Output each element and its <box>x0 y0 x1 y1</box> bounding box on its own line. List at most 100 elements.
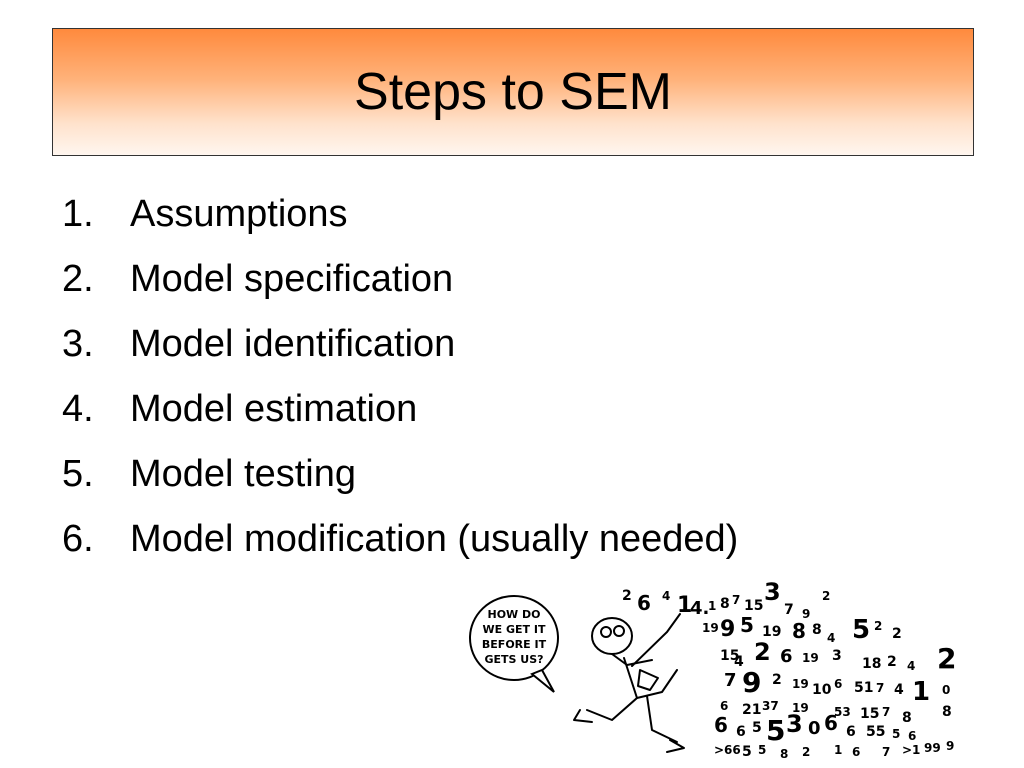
svg-text:1: 1 <box>677 593 692 618</box>
svg-text:2: 2 <box>892 626 902 642</box>
svg-text:1: 1 <box>912 677 930 707</box>
svg-text:19: 19 <box>762 624 781 640</box>
svg-text:19: 19 <box>792 701 809 715</box>
svg-text:1: 1 <box>708 599 716 613</box>
step-label: Assumptions <box>130 193 348 235</box>
svg-text:6: 6 <box>714 713 728 737</box>
svg-text:37: 37 <box>762 699 779 713</box>
svg-text:>1: >1 <box>902 743 920 757</box>
svg-text:6: 6 <box>637 591 651 615</box>
svg-text:2: 2 <box>822 589 830 603</box>
step-item: 6. Model modification (usually needed) <box>62 511 962 576</box>
step-item: 2. Model specification <box>62 251 962 316</box>
step-number: 1. <box>62 193 94 235</box>
svg-text:3: 3 <box>786 710 803 738</box>
speech-line: GETS US? <box>484 653 543 666</box>
step-label: Model specification <box>130 258 454 300</box>
svg-text:6: 6 <box>846 724 856 740</box>
svg-text:5: 5 <box>852 615 870 645</box>
svg-text:2: 2 <box>772 672 782 688</box>
step-label: Model testing <box>130 453 357 495</box>
svg-text:4: 4 <box>827 631 835 645</box>
svg-text:15: 15 <box>720 648 739 664</box>
svg-text:9: 9 <box>720 617 735 642</box>
svg-text:6: 6 <box>720 699 728 713</box>
svg-text:7: 7 <box>882 705 890 719</box>
svg-text:0: 0 <box>942 683 950 697</box>
svg-text:8: 8 <box>792 619 806 643</box>
speech-line: HOW DO <box>487 608 540 621</box>
svg-text:5: 5 <box>766 714 785 747</box>
svg-text:6: 6 <box>908 729 916 743</box>
numbers-swarm-icon: 2 6 4 1 4. 1 8 7 15 3 7 9 2 19 9 5 19 8 … <box>622 578 956 760</box>
svg-text:9: 9 <box>802 607 810 621</box>
svg-text:8: 8 <box>780 747 788 760</box>
svg-text:21: 21 <box>742 702 761 718</box>
svg-text:7: 7 <box>876 681 884 695</box>
step-number: 6. <box>62 518 94 560</box>
svg-text:1: 1 <box>834 743 842 757</box>
svg-text:8: 8 <box>942 704 952 720</box>
svg-text:5: 5 <box>752 720 762 736</box>
svg-text:8: 8 <box>720 596 730 612</box>
svg-text:2: 2 <box>622 588 632 604</box>
svg-text:19: 19 <box>792 677 809 691</box>
svg-text:6: 6 <box>852 745 860 759</box>
svg-text:10: 10 <box>812 682 832 698</box>
svg-text:2: 2 <box>754 638 771 666</box>
svg-text:4: 4 <box>894 682 904 698</box>
svg-text:5: 5 <box>892 727 900 741</box>
svg-text:6: 6 <box>824 711 838 735</box>
svg-text:7: 7 <box>882 745 890 759</box>
step-number: 5. <box>62 453 94 495</box>
svg-text:4: 4 <box>662 589 670 603</box>
running-man-icon <box>573 613 685 753</box>
svg-text:>66: >66 <box>714 743 741 757</box>
step-label: Model modification (usually needed) <box>130 518 739 560</box>
svg-text:3: 3 <box>764 578 781 606</box>
svg-text:8: 8 <box>902 710 912 726</box>
svg-text:4: 4 <box>907 659 915 673</box>
speech-line: WE GET IT <box>483 623 546 636</box>
svg-text:4: 4 <box>734 654 744 670</box>
slide-title: Steps to SEM <box>354 63 672 121</box>
svg-text:2: 2 <box>937 642 956 675</box>
svg-text:55: 55 <box>866 724 885 740</box>
step-number: 4. <box>62 388 94 430</box>
step-item: 1. Assumptions <box>62 186 962 251</box>
svg-text:19: 19 <box>702 621 719 635</box>
svg-text:2: 2 <box>874 619 882 633</box>
step-label: Model estimation <box>130 388 418 430</box>
svg-text:51: 51 <box>854 680 873 696</box>
svg-text:5: 5 <box>742 744 752 760</box>
svg-text:7: 7 <box>724 670 737 691</box>
step-item: 5. Model testing <box>62 446 962 511</box>
slide-title-banner: Steps to SEM <box>52 28 974 156</box>
step-number: 3. <box>62 323 94 365</box>
svg-text:53: 53 <box>834 705 851 719</box>
step-label: Model identification <box>130 323 456 365</box>
cartoon-man-fleeing-numbers-icon: HOW DO WE GET IT BEFORE IT GETS US? 2 6 … <box>462 570 974 760</box>
svg-text:15: 15 <box>860 706 879 722</box>
svg-text:7: 7 <box>784 602 794 618</box>
svg-text:7: 7 <box>732 593 740 607</box>
steps-list: 1. Assumptions 2. Model specification 3.… <box>62 186 962 576</box>
speech-line: BEFORE IT <box>482 638 547 651</box>
step-item: 3. Model identification <box>62 316 962 381</box>
svg-text:8: 8 <box>812 622 822 638</box>
svg-text:6: 6 <box>834 677 842 691</box>
svg-text:5: 5 <box>758 743 766 757</box>
svg-text:2: 2 <box>887 654 897 670</box>
svg-text:99: 99 <box>924 741 941 755</box>
svg-text:6: 6 <box>780 646 793 667</box>
svg-text:9: 9 <box>946 739 954 753</box>
step-number: 2. <box>62 258 94 300</box>
svg-text:9: 9 <box>742 666 761 699</box>
svg-text:15: 15 <box>744 598 763 614</box>
step-item: 4. Model estimation <box>62 381 962 446</box>
svg-text:6: 6 <box>736 724 746 740</box>
svg-text:4.: 4. <box>690 598 709 619</box>
svg-text:18: 18 <box>862 656 881 672</box>
speech-bubble: HOW DO WE GET IT BEFORE IT GETS US? <box>469 595 559 693</box>
svg-text:3: 3 <box>832 648 842 664</box>
